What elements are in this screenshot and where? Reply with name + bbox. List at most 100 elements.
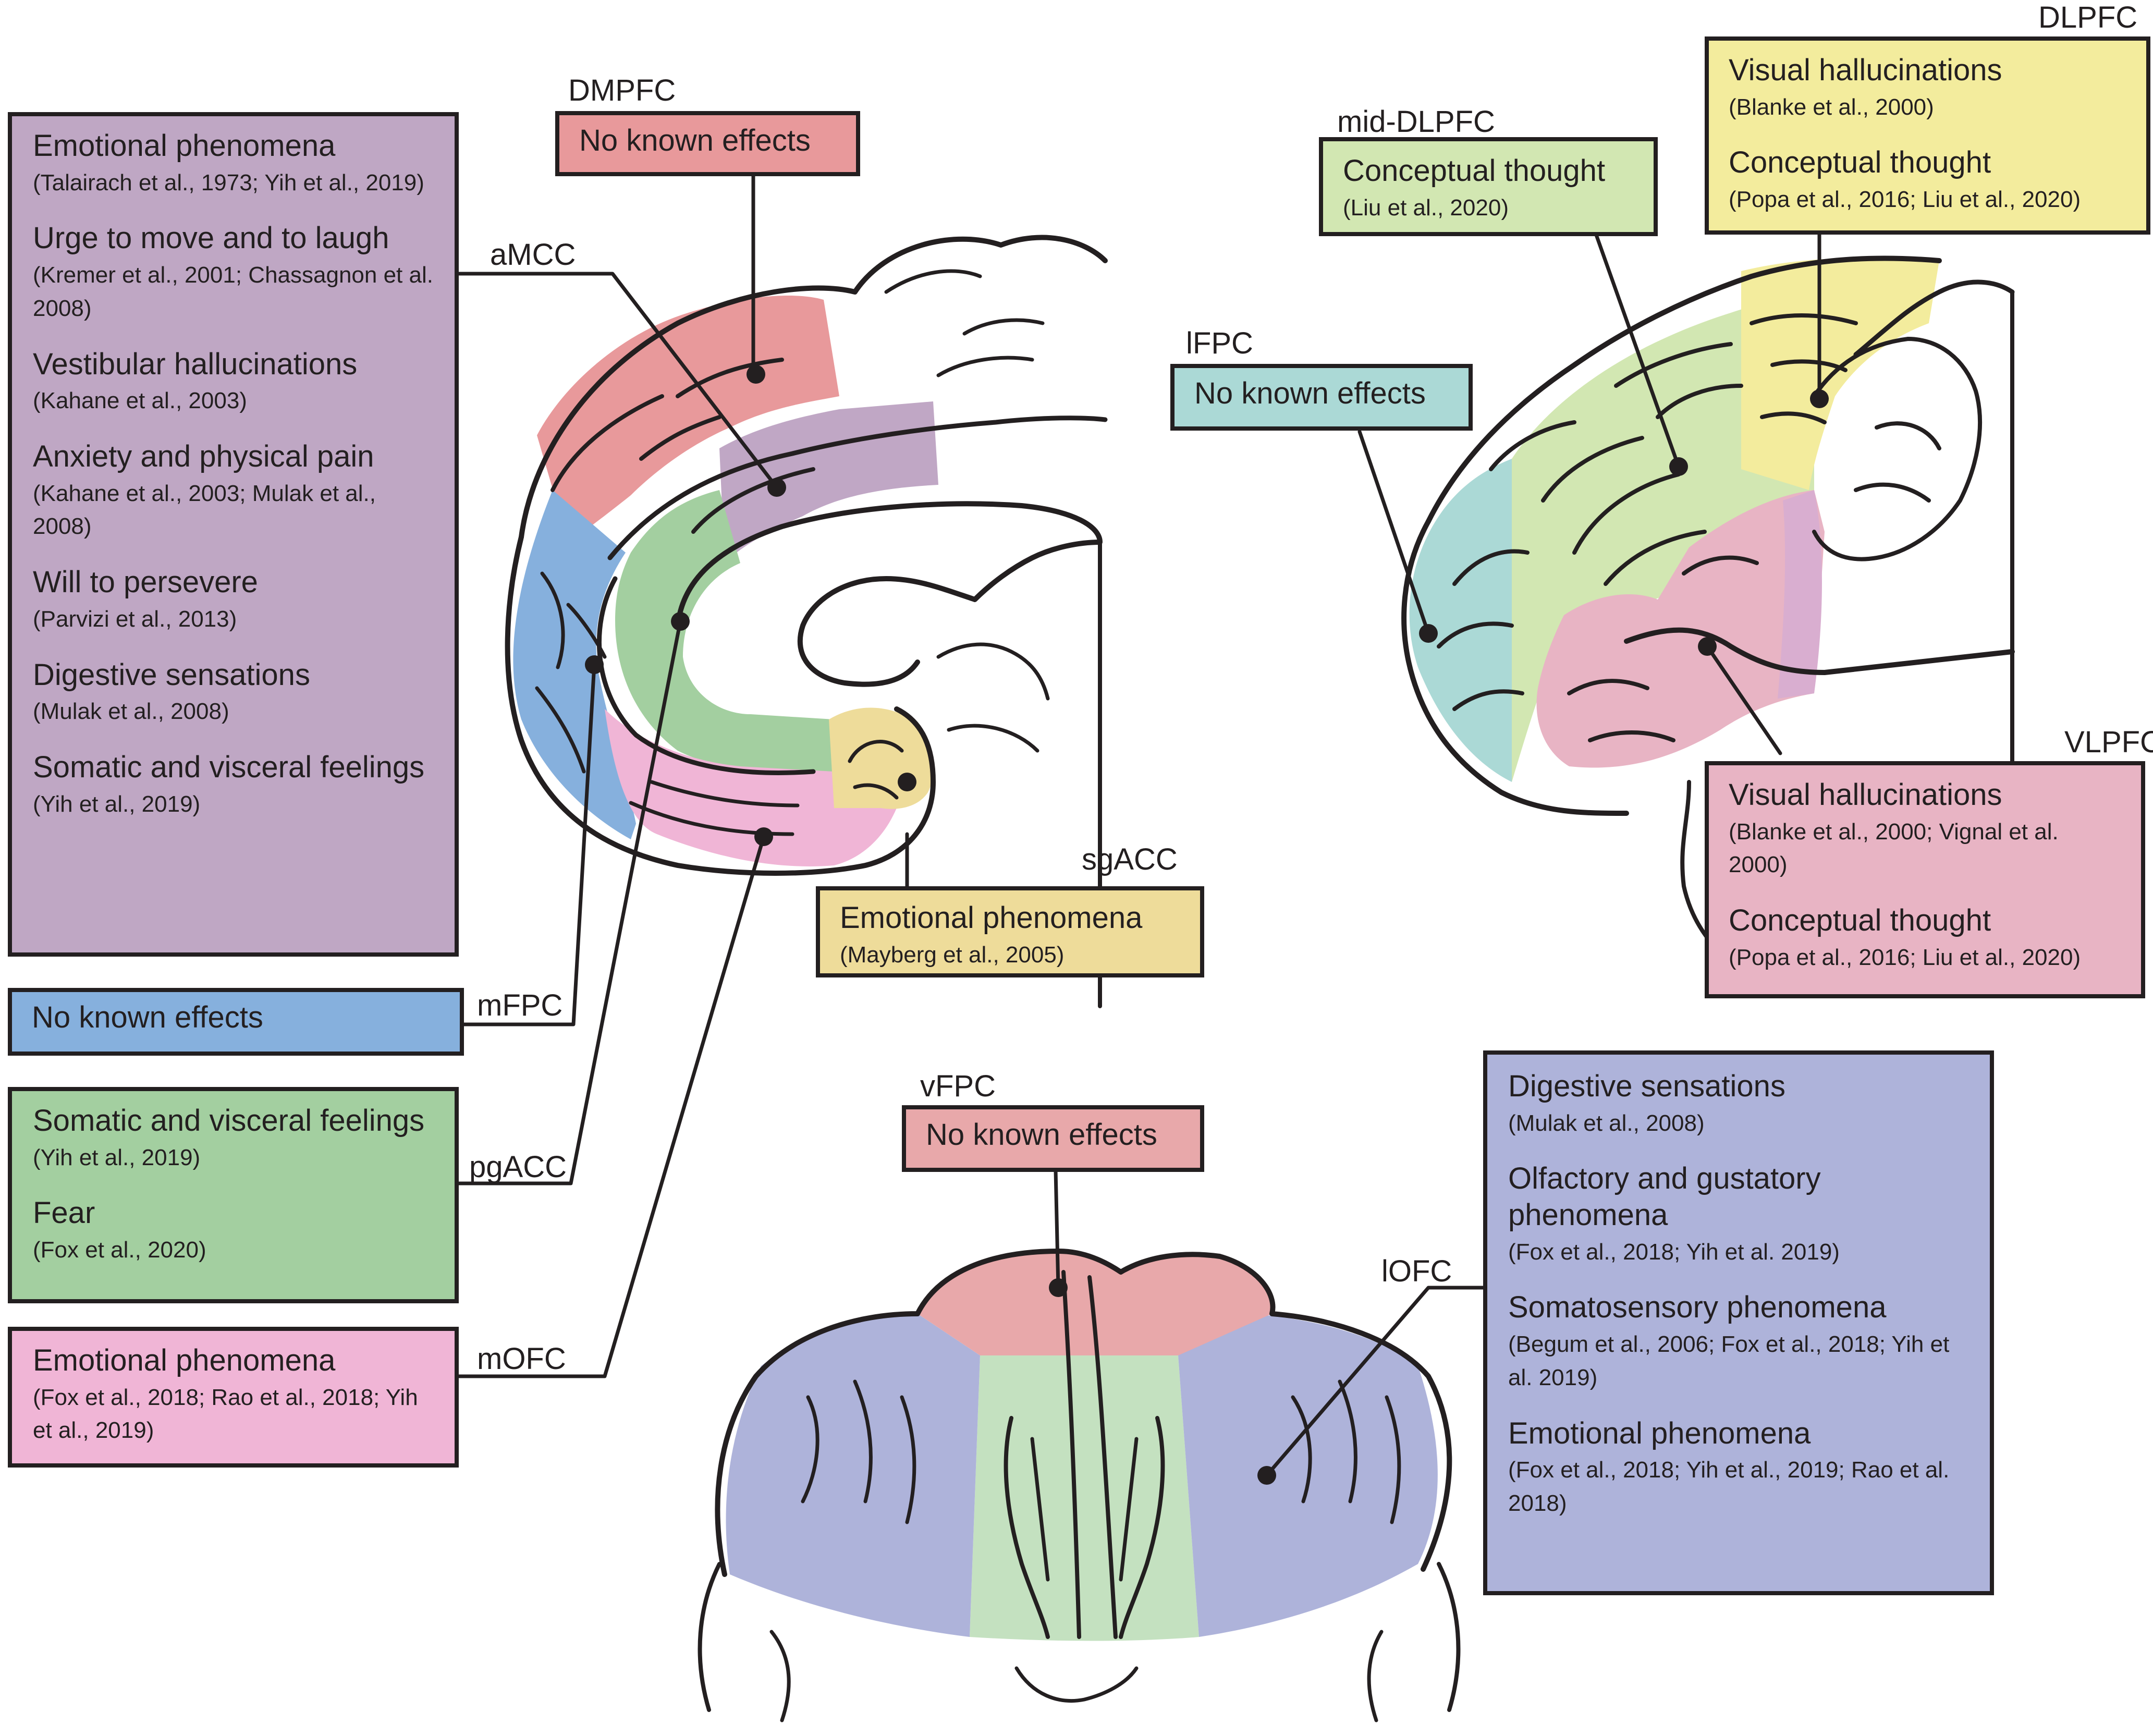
amcc-entry: Vestibular hallucinations (Kahane et al.… xyxy=(33,346,434,418)
entry-title: Visual hallucinations xyxy=(1729,778,2002,812)
entry-citation: (Popa et al., 2016; Liu et al., 2020) xyxy=(1729,186,2081,212)
anchor-dots xyxy=(585,365,1829,1485)
label-lfpc: lFPC xyxy=(1186,326,1253,360)
entry-title: Digestive sensations xyxy=(1508,1069,1785,1103)
region-mofc xyxy=(605,709,897,866)
entry-citation: (Yih et al., 2019) xyxy=(33,791,201,817)
region-mfpc xyxy=(513,490,636,839)
entry-citation: (Mulak et al., 2008) xyxy=(1508,1110,1705,1136)
dlpfc-entry: Conceptual thought (Popa et al., 2016; L… xyxy=(1729,144,2126,216)
entry-title: Urge to move and to laugh xyxy=(33,221,389,255)
mid-dlpfc-entry: Conceptual thought (Liu et al., 2020) xyxy=(1343,153,1634,224)
region-lfpc-lateral xyxy=(1409,459,1512,782)
entry-title: Vestibular hallucinations xyxy=(33,347,358,381)
region-vfpc-top xyxy=(918,1251,1272,1355)
region-mid-dlpfc-lateral xyxy=(1512,295,1814,782)
mofc-entry: Emotional phenomena (Fox et al., 2018; R… xyxy=(33,1342,434,1447)
lofc-entry: Digestive sensations (Mulak et al., 2008… xyxy=(1508,1068,1969,1140)
lofc-entry: Emotional phenomena (Fox et al., 2018; Y… xyxy=(1508,1415,1969,1520)
entry-citation: (Fox et al., 2018; Yih et al., 2019; Rao… xyxy=(1508,1457,1950,1516)
label-dmpfc: DMPFC xyxy=(568,74,676,107)
sgacc-entry: Emotional phenomena (Mayberg et al., 200… xyxy=(840,900,1180,971)
amcc-entry: Anxiety and physical pain (Kahane et al.… xyxy=(33,438,434,543)
entry-citation: (Blanke et al., 2000) xyxy=(1729,94,1934,120)
entry-title: Digestive sensations xyxy=(33,657,310,692)
vfpc-effect: No known effects xyxy=(926,1118,1157,1152)
label-lofc: lOFC xyxy=(1381,1254,1452,1288)
entry-citation: (Popa et al., 2016; Liu et al., 2020) xyxy=(1729,944,2081,970)
label-pgacc: pgACC xyxy=(469,1150,567,1184)
entry-title: Somatosensory phenomena xyxy=(1508,1290,1887,1325)
entry-title: Visual hallucinations xyxy=(1729,53,2002,87)
entry-title: Emotional phenomena xyxy=(1508,1416,1811,1450)
lofc-entry: Olfactory and gustatory phenomena (Fox e… xyxy=(1508,1160,1969,1268)
dlpfc-entry: Visual hallucinations (Blanke et al., 20… xyxy=(1729,52,2126,124)
region-pgacc xyxy=(615,490,834,774)
entry-title: Olfactory and gustatory phenomena xyxy=(1508,1162,1821,1232)
mfpc-box: No known effects xyxy=(8,988,464,1056)
entry-citation: (Parvizi et al., 2013) xyxy=(33,606,237,632)
entry-citation: (Talairach et al., 1973; Yih et al., 201… xyxy=(33,169,424,195)
mofc-box: Emotional phenomena (Fox et al., 2018; R… xyxy=(8,1327,459,1468)
dmpfc-box: No known effects xyxy=(555,111,860,176)
entry-title: Conceptual thought xyxy=(1729,145,1991,180)
lfpc-box: No known effects xyxy=(1170,364,1473,431)
entry-citation: (Begum et al., 2006; Fox et al., 2018; Y… xyxy=(1508,1331,1950,1390)
entry-citation: (Liu et al., 2020) xyxy=(1343,194,1509,221)
entry-title: Anxiety and physical pain xyxy=(33,439,374,473)
region-vlpfc-purple xyxy=(1778,490,1822,699)
pgacc-entry: Somatic and visceral feelings (Yih et al… xyxy=(33,1103,434,1174)
entry-title: Conceptual thought xyxy=(1729,903,1991,938)
entry-title: Somatic and visceral feelings xyxy=(33,1104,425,1138)
amcc-entry: Emotional phenomena (Talairach et al., 1… xyxy=(33,128,434,199)
amcc-box: Emotional phenomena (Talairach et al., 1… xyxy=(8,112,459,957)
dmpfc-effect: No known effects xyxy=(579,124,811,157)
amcc-entry: Somatic and visceral feelings (Yih et al… xyxy=(33,749,434,821)
lofc-box: Digestive sensations (Mulak et al., 2008… xyxy=(1483,1050,1994,1595)
entry-citation: (Yih et al., 2019) xyxy=(33,1144,201,1170)
region-lofc-left xyxy=(726,1314,980,1637)
entry-title: Emotional phenomena xyxy=(33,1343,336,1377)
pgacc-box: Somatic and visceral feelings (Yih et al… xyxy=(8,1087,459,1303)
entry-citation: (Kahane et al., 2003; Mulak et al., 2008… xyxy=(33,480,376,540)
mid-dlpfc-box: Conceptual thought (Liu et al., 2020) xyxy=(1319,137,1658,236)
lfpc-effect: No known effects xyxy=(1194,376,1426,410)
sgacc-box: Emotional phenomena (Mayberg et al., 200… xyxy=(816,886,1204,977)
label-sgacc: sgACC xyxy=(1082,842,1178,876)
dlpfc-box: Visual hallucinations (Blanke et al., 20… xyxy=(1705,36,2150,235)
amcc-entry: Digestive sensations (Mulak et al., 2008… xyxy=(33,657,434,728)
vlpfc-entry: Conceptual thought (Popa et al., 2016; L… xyxy=(1729,902,2121,974)
entry-title: Fear xyxy=(33,1196,95,1230)
amcc-entry: Will to persevere (Parvizi et al., 2013) xyxy=(33,564,434,635)
entry-title: Somatic and visceral feelings xyxy=(33,750,425,784)
region-dmpfc xyxy=(537,296,839,542)
medial-brain-view xyxy=(505,235,1108,1008)
region-dlpfc-lateral xyxy=(1741,258,1939,490)
vfpc-box: No known effects xyxy=(902,1105,1204,1172)
label-dlpfc: DLPFC xyxy=(2038,1,2138,34)
label-vfpc: vFPC xyxy=(920,1069,996,1103)
entry-citation: (Fox et al., 2018; Rao et al., 2018; Yih… xyxy=(33,1384,418,1444)
label-mofc: mOFC xyxy=(477,1342,566,1376)
region-amcc-medial xyxy=(719,401,938,563)
entry-citation: (Kahane et al., 2003) xyxy=(33,388,247,414)
entry-title: Emotional phenomena xyxy=(840,901,1143,935)
label-mid-dlpfc: mid-DLPFC xyxy=(1337,105,1495,139)
entry-citation: (Fox et al., 2020) xyxy=(33,1237,206,1263)
ventral-brain-view xyxy=(698,1249,1461,1722)
entry-citation: (Fox et al., 2018; Yih et al. 2019) xyxy=(1508,1239,1840,1265)
entry-citation: (Blanke et al., 2000; Vignal et al. 2000… xyxy=(1729,818,2059,878)
mfpc-effect: No known effects xyxy=(32,1000,263,1034)
label-vlpfc: VLPFC xyxy=(2064,725,2153,759)
entry-title: Emotional phenomena xyxy=(33,129,336,163)
region-vfpc-green-strip xyxy=(970,1355,1199,1641)
vlpfc-entry: Visual hallucinations (Blanke et al., 20… xyxy=(1729,777,2121,882)
entry-title: Conceptual thought xyxy=(1343,154,1606,188)
vlpfc-box: Visual hallucinations (Blanke et al., 20… xyxy=(1705,761,2145,998)
lofc-entry: Somatosensory phenomena (Begum et al., 2… xyxy=(1508,1289,1969,1394)
entry-citation: (Kremer et al., 2001; Chassagnon et al. … xyxy=(33,262,433,321)
label-mfpc: mFPC xyxy=(477,988,563,1022)
lateral-brain-view xyxy=(1401,255,2015,991)
